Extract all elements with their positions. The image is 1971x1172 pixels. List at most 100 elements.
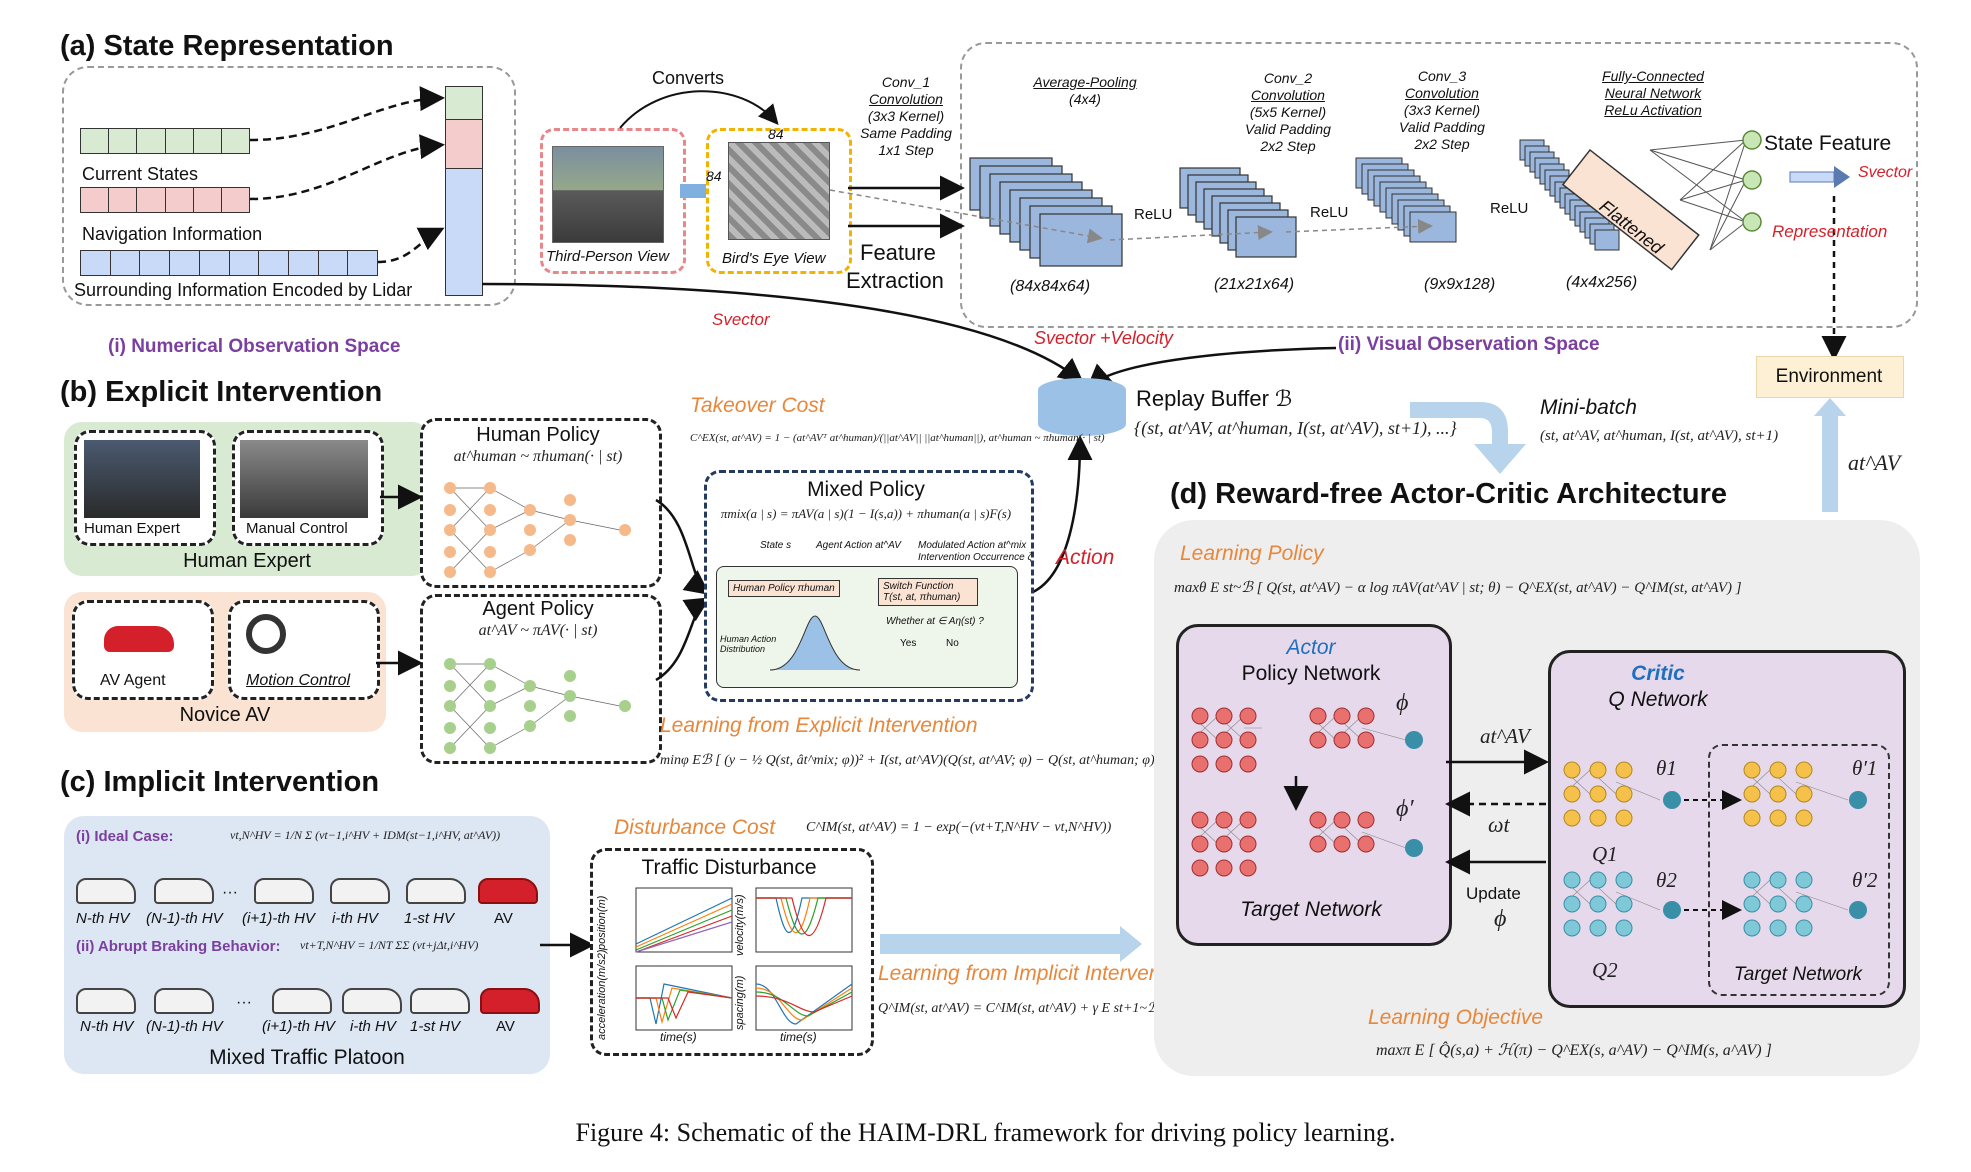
theta2-label: θ2 bbox=[1656, 868, 1677, 892]
env-up-arrowhead bbox=[1814, 398, 1846, 416]
car-row1-label-3: i-th HV bbox=[332, 910, 378, 927]
intervention-occ-label: Intervention Occurrence ζ bbox=[918, 552, 1033, 563]
disturbance-cost-eq: C^IM(st, at^AV) = 1 − exp(−(vt+T,N^HV − … bbox=[806, 820, 1112, 835]
state-feature-label: State Feature bbox=[1764, 132, 1892, 155]
conv3-text: Conv_3 Convolution (3x3 Kernel) Valid Pa… bbox=[1372, 68, 1512, 153]
car-row2-label-5: AV bbox=[496, 1018, 515, 1035]
car-row1-av bbox=[478, 878, 538, 904]
dim-84-left: 84 bbox=[706, 168, 722, 184]
implicit-blue-arrowhead bbox=[1120, 926, 1142, 962]
abrupt-eq: vt+T,N^HV = 1/NT ΣΣ (vt+jΔt,i^HV) bbox=[300, 938, 479, 952]
state-s-label: State s bbox=[760, 540, 792, 551]
feature-extraction-label-1: Feature bbox=[860, 240, 936, 265]
car-row1-1 bbox=[154, 878, 214, 904]
shape-2: (21x21x64) bbox=[1214, 276, 1295, 293]
implicit-blue-arrow bbox=[880, 934, 1120, 954]
conv3-line-3: Valid Padding bbox=[1399, 119, 1485, 135]
takeover-cost-label: Takeover Cost bbox=[690, 394, 825, 417]
environment-label: Environment bbox=[1775, 366, 1883, 387]
relu-3: ReLU bbox=[1490, 200, 1529, 217]
no-label: No bbox=[946, 638, 959, 649]
update-phi-label: ϕ bbox=[1494, 906, 1507, 932]
section-title-a: (a) State Representation bbox=[60, 30, 394, 62]
q-network-label: Q Network bbox=[1608, 688, 1708, 711]
platoon-label: Mixed Traffic Platoon bbox=[209, 1046, 405, 1069]
current-states-label: Current States bbox=[82, 164, 199, 184]
modulated-action-label: Modulated Action at^mix bbox=[918, 540, 1027, 551]
critic-box bbox=[1548, 650, 1906, 1008]
learn-implicit-label: Learning from Implicit Intervention bbox=[878, 962, 1195, 985]
shape-4: (4x4x256) bbox=[1566, 274, 1638, 291]
s-vector-label-top: Svector bbox=[1858, 164, 1913, 181]
car-row1-0 bbox=[76, 878, 136, 904]
shape-1: (84x84x64) bbox=[1010, 278, 1091, 295]
car-row2-4 bbox=[410, 988, 470, 1014]
novice-av-label: Novice AV bbox=[179, 704, 271, 726]
avgpool-text: Average-Pooling (4x4) bbox=[1010, 74, 1160, 108]
agent-policy-eq: at^AV ~ πAV(· | st) bbox=[478, 622, 598, 639]
fc-text: Fully-Connected Neural Network ReLu Acti… bbox=[1578, 68, 1728, 119]
human-expert-photo bbox=[84, 440, 200, 518]
visual-observation-label: (ii) Visual Observation Space bbox=[1338, 334, 1600, 355]
car-row1-3 bbox=[330, 878, 390, 904]
car-row2-label-1: (N-1)-th HV bbox=[146, 1018, 223, 1035]
actor-to-critic-action: at^AV bbox=[1480, 724, 1530, 748]
conv2-line-3: Valid Padding bbox=[1245, 121, 1331, 137]
policy-network-label: Policy Network bbox=[1241, 662, 1381, 685]
minibatch-arrow bbox=[1410, 402, 1526, 474]
conv2-line-1: Convolution bbox=[1251, 87, 1325, 103]
conv3-line-2: (3x3 Kernel) bbox=[1403, 102, 1481, 118]
minibatch-label: Mini-batch bbox=[1540, 396, 1637, 419]
q2-label: Q2 bbox=[1592, 958, 1618, 982]
car-row2-ellipsis: ··· bbox=[236, 994, 252, 1011]
theta2p-label: θ′2 bbox=[1852, 868, 1878, 892]
theta1-label: θ1 bbox=[1656, 756, 1677, 780]
conv2-line-0: Conv_2 bbox=[1263, 70, 1313, 86]
learn-explicit-eq: minφ Eℬ [ (y − ½ Q(st, ât^mix; φ))² + I(… bbox=[660, 753, 1169, 768]
conv1-text: Conv_1 Convolution (3x3 Kernel) Same Pad… bbox=[836, 74, 976, 159]
figure-caption: Figure 4: Schematic of the HAIM-DRL fram… bbox=[575, 1118, 1396, 1147]
disturbance-cost-label: Disturbance Cost bbox=[614, 816, 776, 839]
human-action-dist-label: Human Action Distribution bbox=[720, 634, 777, 654]
abrupt-label: (ii) Abrupt Braking Behavior: bbox=[76, 938, 281, 955]
human-expert-group-label: Human Expert bbox=[183, 550, 311, 572]
car-row1-label-2: (i+1)-th HV bbox=[242, 910, 315, 927]
traffic-disturbance-plots bbox=[635, 887, 853, 1031]
critic-target-network-label: Target Network bbox=[1733, 964, 1863, 985]
mixed-traffic-panel bbox=[64, 816, 550, 1074]
numerical-observation-label: (i) Numerical Observation Space bbox=[108, 336, 401, 357]
env-up-arrow bbox=[1822, 412, 1838, 512]
relu-1: ReLU bbox=[1134, 206, 1173, 223]
conv1-line-3: Same Padding bbox=[860, 125, 952, 141]
av-agent-car bbox=[104, 626, 174, 652]
actor-label: Actor bbox=[1286, 636, 1336, 659]
critic-target-box bbox=[1708, 744, 1890, 996]
manual-control-photo bbox=[240, 440, 368, 518]
car-row2-0 bbox=[76, 988, 136, 1014]
navigation-info-label: Navigation Information bbox=[82, 224, 263, 244]
car-row2-3 bbox=[342, 988, 402, 1014]
replay-buffer-icon bbox=[1038, 378, 1126, 436]
human-policy-eq: at^human ~ πhuman(· | st) bbox=[453, 448, 623, 465]
conv1-line-1: Convolution bbox=[869, 91, 943, 107]
car-row1-label-5: AV bbox=[494, 910, 513, 927]
actor-target-network-label: Target Network bbox=[1240, 898, 1382, 921]
actor-box bbox=[1176, 624, 1452, 946]
fc-line-0: Fully-Connected bbox=[1602, 68, 1704, 84]
ideal-case-eq: vt,N^HV = 1/N Σ (vt−1,i^HV + IDM(st−1,i^… bbox=[230, 828, 501, 842]
replay-buffer-tuple: {(st, at^AV, at^human, I(st, at^AV), st+… bbox=[1134, 418, 1457, 438]
phi-prime-label: ϕ′ bbox=[1396, 796, 1414, 822]
phi-label: ϕ bbox=[1396, 690, 1409, 716]
birds-eye-view-label: Bird's Eye View bbox=[722, 250, 826, 267]
whether-box: Whether at ∈ Aη(st) ? bbox=[886, 616, 984, 627]
s-vector-velocity-label: Svector +Velocity bbox=[1034, 328, 1173, 348]
learning-policy-eq: maxθ E st~ℬ [ Q(st, at^AV) − α log πAV(a… bbox=[1174, 580, 1742, 596]
learn-explicit-label: Learning from Explicit Intervention bbox=[660, 714, 978, 737]
car-row1-ellipsis: ··· bbox=[222, 884, 238, 901]
human-action-dist-curve bbox=[770, 615, 860, 671]
human-expert-photo-label: Human Expert bbox=[84, 520, 180, 537]
mixed-policy-eq: πmix(a | s) = πAV(a | s)(1 − I(s,a)) + π… bbox=[720, 506, 1012, 521]
s-vector-label-mid: Svector bbox=[712, 310, 770, 329]
